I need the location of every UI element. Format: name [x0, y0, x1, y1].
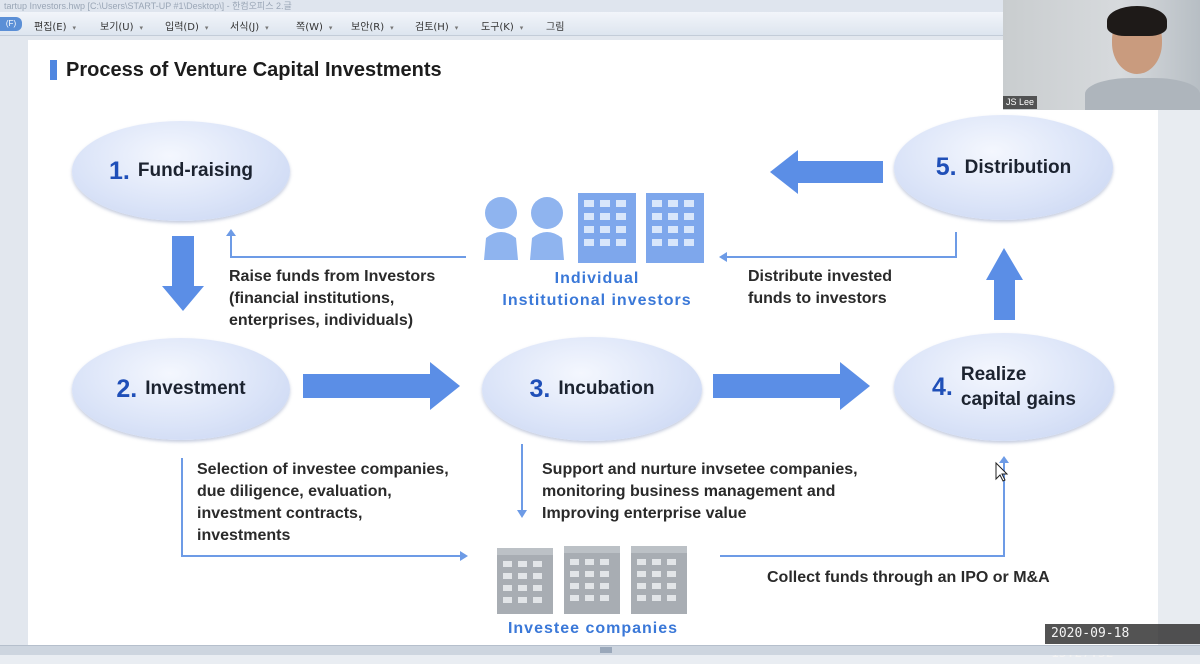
arrow-realize-to-distribution: [986, 248, 1023, 320]
building-icon: [631, 546, 687, 614]
step-number: 2.: [116, 374, 138, 403]
menu-review[interactable]: 검토(H)▾: [415, 22, 459, 33]
menu-view[interactable]: 보기(U)▾: [100, 22, 144, 33]
building-icon: [564, 546, 620, 614]
step-number: 3.: [529, 374, 551, 403]
selection-text: Selection of investee companies, due dil…: [197, 461, 449, 544]
scrollbar-thumb[interactable]: [600, 647, 612, 653]
support-text: Support and nurture invsetee companies, …: [542, 461, 858, 522]
step-number: 5.: [935, 153, 957, 181]
distribute-funds-text: Distribute invested funds to investors: [748, 268, 893, 307]
step-label: Investment: [145, 378, 246, 399]
chevron-down-icon: ▾: [328, 24, 333, 32]
arrow-investment-to-incubation: [303, 362, 460, 410]
step-incubation: 3. Incubation: [482, 337, 702, 441]
window-title: tartup Investors.hwp [C:\Users\START-UP …: [0, 0, 1200, 12]
chevron-down-icon: ▾: [265, 24, 269, 32]
investees-label: Investee companies: [507, 620, 679, 637]
timestamp-overlay: 2020-09-18 15:27:52: [1045, 624, 1200, 661]
chevron-down-icon: ▾: [72, 24, 77, 32]
person-icon: [484, 197, 518, 260]
person-silhouette: [1085, 78, 1200, 110]
person-icon: [530, 197, 564, 260]
building-icon: [646, 193, 704, 263]
menu-security[interactable]: 보안(R)▾: [351, 22, 394, 33]
step-number: 4.: [932, 372, 953, 401]
menu-format[interactable]: 서식(J)▾: [230, 22, 269, 33]
arrow-distribution-left: [770, 150, 883, 194]
step-number: 1.: [109, 156, 130, 185]
connector-investment-to-investees: [181, 458, 460, 557]
page-margin: [1158, 40, 1200, 646]
step-investment: 2. Investment: [72, 338, 290, 440]
raise-funds-text: Raise funds from Investors (financial in…: [229, 268, 436, 329]
chevron-down-icon: ▾: [390, 24, 394, 32]
step-label: Fund-raising: [137, 160, 253, 181]
arrow-incubation-to-realize: [713, 362, 870, 410]
webcam-video: [1003, 0, 1200, 110]
step-label: Realize capital gains: [961, 362, 1076, 412]
mouse-cursor-icon: [995, 461, 1009, 482]
title-accent-bar: [50, 60, 57, 80]
menu-picture[interactable]: 그림: [546, 22, 565, 33]
chevron-down-icon: ▾: [204, 24, 209, 32]
menu-bar: (F) 편집(E)▾ 보기(U)▾ 입력(D)▾ 서식(J)▾ 쪽(W)▾ 보안…: [0, 12, 1200, 36]
investee-companies-icon-group: [497, 546, 687, 614]
chevron-down-icon: ▾: [519, 24, 524, 32]
menu-page[interactable]: 쪽(W)▾: [296, 22, 333, 33]
building-icon: [578, 193, 636, 263]
menu-insert[interactable]: 입력(D)▾: [165, 22, 209, 33]
menu-tools[interactable]: 도구(K)▾: [481, 22, 524, 33]
file-menu-button[interactable]: (F): [0, 17, 22, 31]
step-label-line: Realize: [960, 364, 1027, 385]
connector-investees-to-realize: [720, 462, 1005, 557]
step-realize-capital-gains: 4. Realize capital gains: [894, 333, 1114, 441]
menu-edit[interactable]: 편집(E)▾: [34, 22, 77, 33]
connector-distribution-to-investors: [726, 232, 957, 258]
investors-icon-group: [484, 193, 704, 263]
step-distribution: 5. Distribution: [894, 115, 1113, 220]
step-label: Incubation: [558, 378, 655, 399]
chevron-down-icon: ▾: [139, 24, 144, 32]
webcam-name-label: JS Lee: [1003, 96, 1038, 109]
connector-investors-to-fund: [230, 234, 466, 258]
step-label: Distribution: [964, 156, 1072, 178]
chevron-down-icon: ▾: [454, 24, 459, 32]
slide-title-text: Process of Venture Capital Investments: [66, 59, 442, 81]
arrow-fund-to-investment: [162, 236, 204, 311]
building-icon: [497, 548, 553, 614]
collect-funds-text: Collect funds through an IPO or M&A: [767, 569, 1050, 586]
step-label-line: capital gains: [960, 389, 1076, 410]
investors-label: Individual Institutional investors: [502, 270, 692, 309]
step-fund-raising: 1. Fund-raising: [72, 121, 290, 221]
